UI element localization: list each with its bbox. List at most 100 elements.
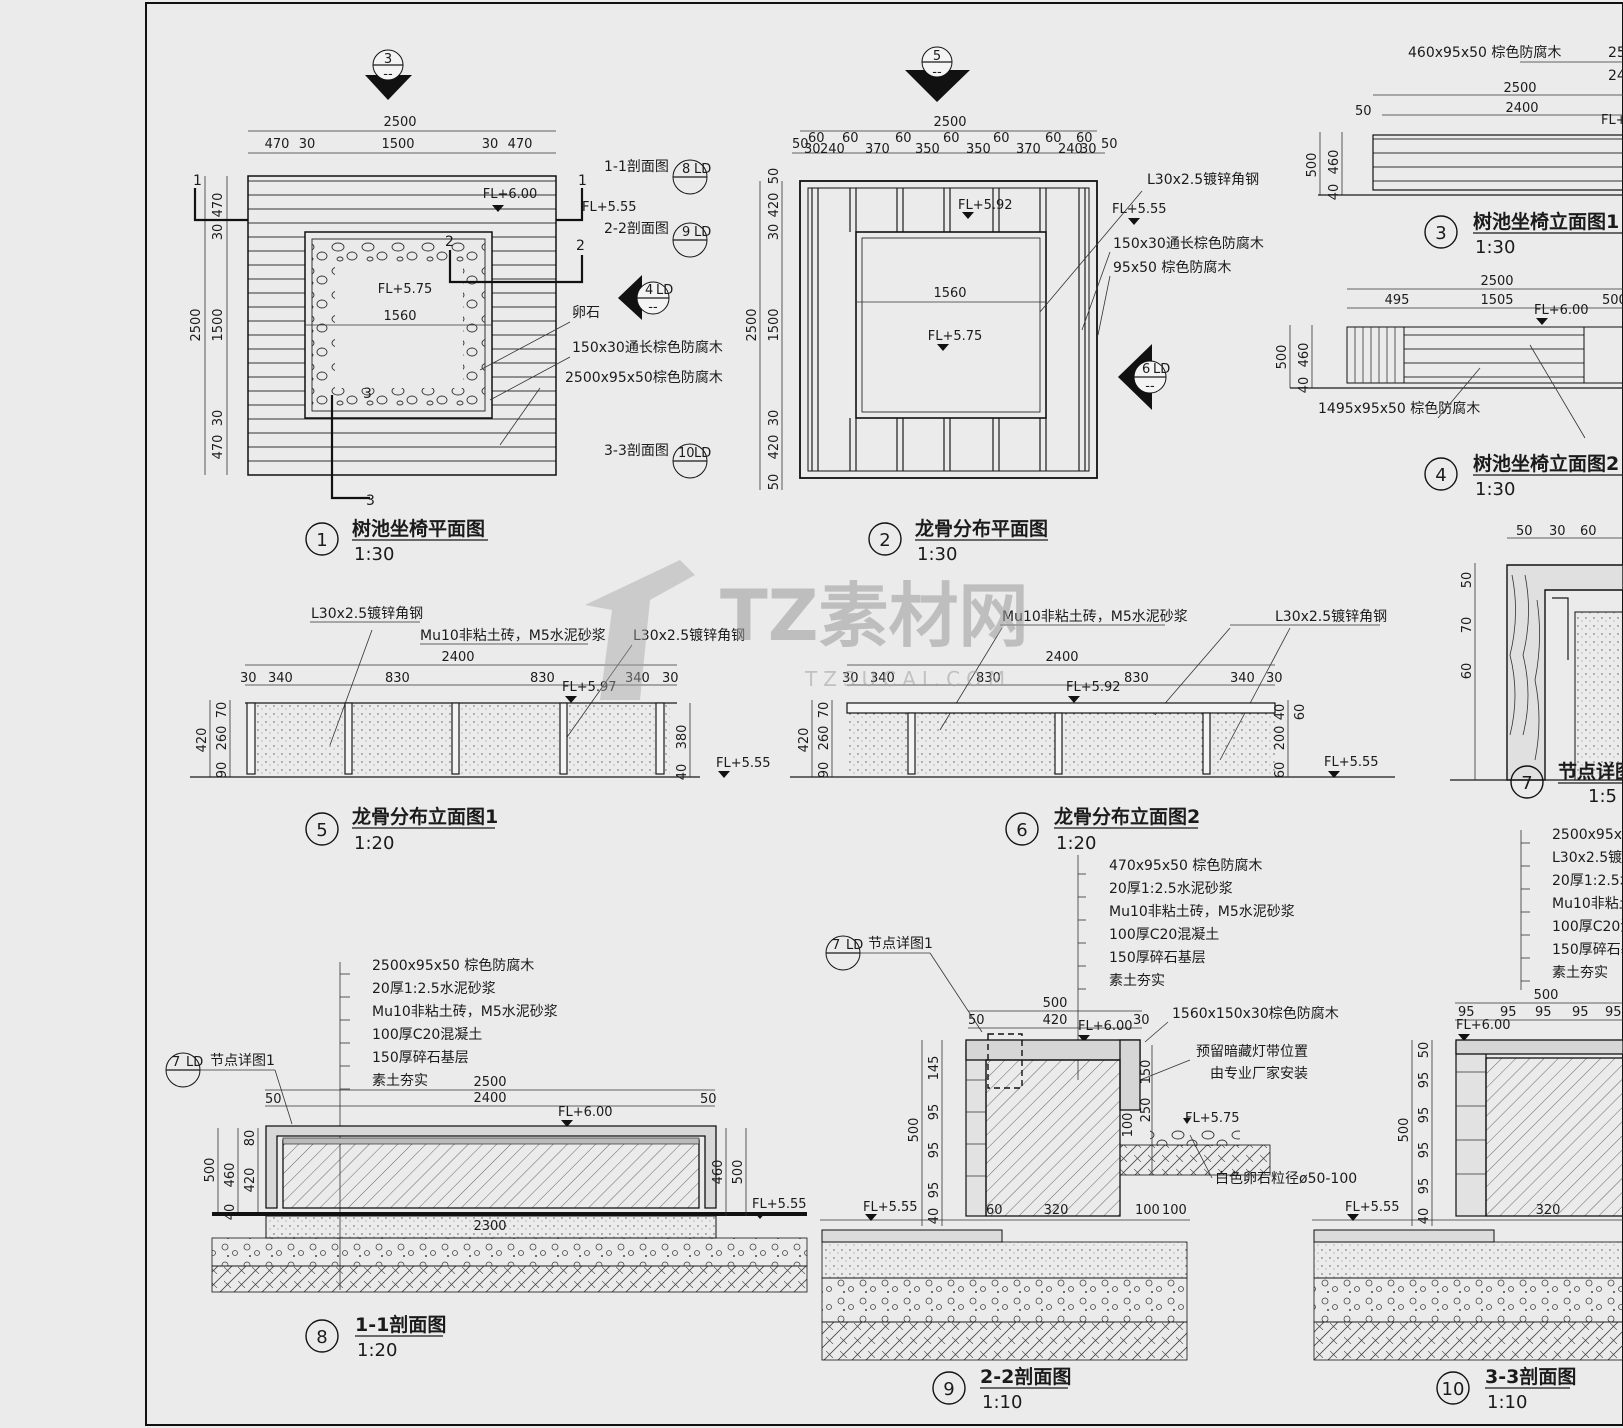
dim: 40 xyxy=(1327,184,1342,201)
dim: 50 xyxy=(1516,524,1533,539)
view-title: 3-3剖面图 xyxy=(1485,1365,1576,1388)
dim: 95 xyxy=(1417,1107,1432,1124)
note-board2: 95x50 棕色防腐木 xyxy=(1113,259,1231,276)
detail-ref: 节点详图1 xyxy=(868,936,933,952)
dim: 340 xyxy=(625,671,650,686)
dim: 30 xyxy=(767,224,782,241)
fl-top: FL+5.92 xyxy=(1066,680,1121,695)
layer: Mu10非粘土砖，M5水泥砂浆 xyxy=(1109,904,1295,920)
dim: 200 xyxy=(1273,726,1288,751)
layer: 470x95x50 棕色防腐木 xyxy=(1109,857,1262,874)
view-title: 龙骨分布立面图1 xyxy=(352,805,498,828)
dim: 95 xyxy=(1417,1178,1432,1195)
layer: 2500x95x5 xyxy=(1552,827,1623,843)
dim: 50 xyxy=(700,1092,717,1107)
layer: 2500x95x50 棕色防腐木 xyxy=(372,957,534,974)
note-brick: Mu10非粘土砖，M5水泥砂浆 xyxy=(420,628,606,644)
marker-ld: LD xyxy=(656,283,673,298)
ref-num: 8 xyxy=(682,162,690,177)
dim: 420 xyxy=(1043,1013,1068,1028)
view-6-frame-elevation: Mu10非粘土砖，M5水泥砂浆 L30x2.5镀锌角钢 2400 30 340 … xyxy=(790,608,1395,854)
dim: 500 xyxy=(1305,153,1320,178)
view-num: 10 xyxy=(1442,1379,1465,1400)
dim: 830 xyxy=(385,671,410,686)
dim: 460 xyxy=(1327,150,1342,175)
view-num: 6 xyxy=(1016,820,1027,841)
dim: 60 xyxy=(986,1203,1003,1218)
view-scale: 1:30 xyxy=(354,544,394,565)
dim: 70 xyxy=(1460,617,1475,634)
view-8-section: 2500x95x50 棕色防腐木 20厚1:2.5水泥砂浆 Mu10非粘土砖，M… xyxy=(165,957,808,1361)
fl-side: FL+5.55 xyxy=(1112,202,1167,217)
fl-top: FL+6.00 xyxy=(558,1105,613,1120)
dim: 50 xyxy=(767,474,782,491)
sheet-border xyxy=(145,2,1623,1426)
dim: 60 xyxy=(1293,704,1308,721)
view-title: 树池坐椅平面图 xyxy=(352,517,485,540)
dim: 340 xyxy=(268,671,293,686)
cut-label-2: 2 xyxy=(445,234,454,250)
section-marker-4: 4 LD -- xyxy=(618,275,673,320)
dim: 100 xyxy=(1135,1203,1160,1218)
dim: 30 xyxy=(1266,671,1283,686)
fl-side: FL+5.55 xyxy=(582,200,637,215)
section-marker-5: 5 -- xyxy=(905,46,970,102)
note-board: 460x95x50 棕色防腐木 xyxy=(1408,44,1561,61)
dim: 495 xyxy=(1385,293,1410,308)
ref-ld: LD xyxy=(694,225,711,240)
dim-cut: 25 xyxy=(1608,45,1623,61)
dim-total: 2500 xyxy=(383,115,416,130)
dim-total: 2500 xyxy=(189,308,204,341)
layer: 素土夯实 xyxy=(372,1073,428,1089)
dim: 460 xyxy=(223,1163,238,1188)
dim: 500 xyxy=(203,1158,218,1183)
dim: 60 xyxy=(1580,524,1597,539)
layer: 素土夯实 xyxy=(1552,965,1608,981)
marker-num: 6 xyxy=(1142,362,1150,377)
note-board1: 150x30通长棕色防腐木 xyxy=(572,339,723,356)
section-marker-3: 3 -- xyxy=(365,49,412,100)
dim: 2400 xyxy=(441,650,474,665)
dim: 50 xyxy=(1355,104,1372,119)
dim: 60 xyxy=(993,131,1010,146)
view-1-plan: 3 -- 2500 470 30 1500 30 470 2500 470 30… xyxy=(189,49,723,565)
dim-cut: 24 xyxy=(1608,68,1623,84)
dim: 470 xyxy=(508,137,533,152)
dim: 2500 xyxy=(1480,274,1513,289)
cut-label-3: 3 xyxy=(366,493,375,509)
dim: 60 xyxy=(943,131,960,146)
dim: 95 xyxy=(927,1142,942,1159)
dim: 95 xyxy=(927,1104,942,1121)
dim: 90 xyxy=(817,762,832,779)
ref-num: 7 xyxy=(832,938,840,953)
dim: 95 xyxy=(927,1182,942,1199)
dim: 30 xyxy=(211,224,226,241)
dim: 2400 xyxy=(1045,650,1078,665)
dim: 30 xyxy=(1549,524,1566,539)
fl: FL+6.00 xyxy=(1534,303,1589,318)
dim: 100 xyxy=(1162,1203,1187,1218)
dim: 260 xyxy=(817,726,832,751)
dim: 460 xyxy=(711,1160,726,1185)
ref-num: 10 xyxy=(678,446,695,461)
dim: 95 xyxy=(1417,1142,1432,1159)
note-board: 1495x95x50 棕色防腐木 xyxy=(1318,400,1480,417)
cut-label-1: 1 xyxy=(193,173,202,189)
view-num: 3 xyxy=(1435,223,1446,244)
ref-ld: LD xyxy=(186,1055,203,1070)
dim: 30 xyxy=(240,671,257,686)
dim: 1505 xyxy=(1480,293,1513,308)
dim: 50 xyxy=(767,168,782,185)
view-title: 树池坐椅立面图1 xyxy=(1473,210,1619,233)
fl-bot: FL+5.55 xyxy=(1345,1200,1400,1215)
marker-num: 3 xyxy=(384,52,392,67)
dim: 350 xyxy=(915,142,940,157)
layer: 20厚1:2.5水泥砂浆 xyxy=(1109,881,1233,897)
layer: 100厚C20混凝土 xyxy=(1109,927,1219,943)
dim: 150 xyxy=(1139,1060,1154,1085)
dim: 50 xyxy=(1101,137,1118,152)
fl-center: FL+5.75 xyxy=(378,282,433,297)
dim: 470 xyxy=(211,193,226,218)
view-title: 龙骨分布立面图2 xyxy=(1054,805,1200,828)
